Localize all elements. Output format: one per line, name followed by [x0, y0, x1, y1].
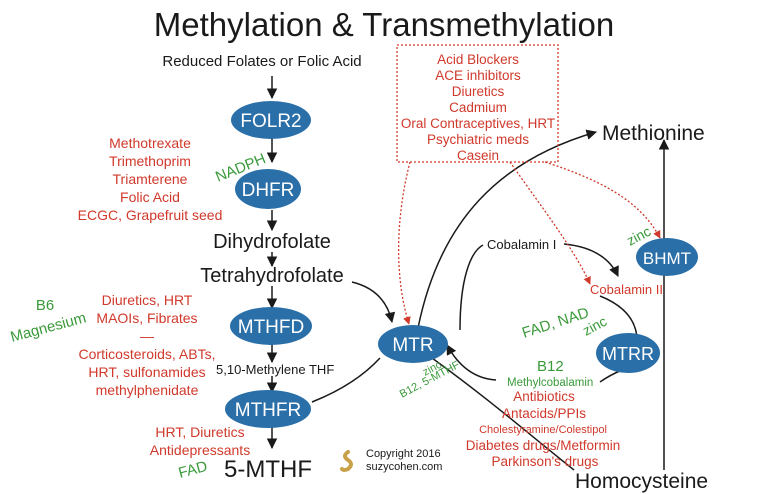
inhibitors-mthfd: Diuretics, HRT MAOIs, Fibrates — Cortico… [79, 292, 216, 398]
inhibitor-mthfd-item: — [140, 328, 154, 344]
inhibitors-dhfr: Methotrexate Trimethoprim Triamterene Fo… [78, 135, 223, 223]
arrow-cobalamin1-cobalamin2 [563, 243, 619, 277]
inhibitor-box-item: Cadmium [449, 100, 507, 115]
enzyme-mtrr: MTRR [596, 333, 660, 373]
enzyme-folr2: FOLR2 [231, 101, 311, 139]
copyright-site: suzycohen.com [366, 461, 442, 473]
arrow-tetrahydro-mtr [351, 281, 396, 324]
inhibitor-mthfd-item: MAOIs, Fibrates [96, 310, 197, 326]
inhibitor-mtr-item: Diabetes drugs/Metformin [466, 438, 621, 453]
inhibitor-mthfr-item: Antidepressants [150, 442, 250, 458]
inhibit-arrow-mtr [398, 161, 411, 325]
inhibitor-box-item: Psychiatric meds [427, 132, 529, 147]
inhibitor-box [396, 44, 559, 163]
cofactor-b6: B6 [36, 297, 54, 314]
arrow-mtr-methionine [417, 129, 598, 329]
homocysteine-label: Homocysteine [575, 470, 708, 493]
inhibitors-mtr: Antibiotics Antacids/PPIs Cholestyramine… [466, 389, 621, 469]
enzyme-mtr: MTR [378, 325, 448, 363]
inhibitor-mtr-item: Cholestyramine/Colestipol [479, 424, 607, 436]
inhibitor-mthfd-item: HRT, sulfonamides [88, 364, 205, 380]
enzyme-mthfr: MTHFR [225, 390, 311, 428]
inhibitor-mthfd-item: methylphenidate [96, 382, 199, 398]
inhibitor-box-item: Diuretics [452, 84, 505, 99]
enzyme-mtrr-label: MTRR [602, 344, 654, 364]
enzyme-folr2-label: FOLR2 [240, 111, 301, 132]
enzyme-mthfr-label: MTHFR [235, 400, 301, 421]
cobalamin-1-label: Cobalamin I [487, 237, 556, 252]
line-mthfr-mtr [311, 357, 381, 403]
cofactor-magnesium: Magnesium [9, 309, 88, 345]
enzyme-bhmt-label: BHMT [643, 249, 691, 268]
inhibitor-box-item: ACE inhibitors [435, 68, 521, 83]
arrow-b12-mtr [446, 344, 497, 381]
inhibitor-dhfr-item: Methotrexate [109, 135, 191, 151]
inhibitor-dhfr-item: Trimethoprim [109, 153, 191, 169]
inhibitor-dhfr-item: ECGC, Grapefruit seed [78, 207, 223, 223]
line-cobalamin2-mtrr [599, 295, 638, 339]
enzyme-mthfd: MTHFD [230, 307, 312, 345]
methylene-thf-label: 5,10-Methylene THF [216, 362, 334, 377]
line-homocysteine-mtr [431, 357, 575, 471]
copyright-block: Copyright 2016 suzycohen.com [340, 448, 442, 473]
line-mtr-cobalamin1 [459, 244, 484, 331]
copyright-year: Copyright 2016 [366, 448, 441, 460]
enzyme-mtr-label: MTR [392, 335, 433, 356]
enzyme-dhfr: DHFR [235, 169, 301, 209]
inhibitors-mthfr: HRT, Diuretics Antidepressants [150, 424, 250, 458]
enzyme-mthfd-label: MTHFD [238, 317, 304, 338]
mtr-connectors [311, 129, 670, 471]
cofactor-fad: FAD [177, 458, 210, 482]
inhibitor-mtr-item: Antacids/PPIs [502, 406, 586, 421]
dihydrofolate-label: Dihydrofolate [213, 231, 331, 253]
inhibitor-box-item: Casein [457, 148, 499, 163]
enzyme-dhfr-label: DHFR [242, 180, 295, 201]
inhibition-arrows [398, 161, 661, 325]
inhibitor-dhfr-item: Triamterene [113, 171, 188, 187]
cobalamin-2-label: Cobalamin II [590, 282, 663, 297]
cofactor-methylcobalamin: Methylcobalamin [507, 377, 593, 389]
enzyme-bhmt: BHMT [636, 238, 698, 276]
inhibitor-box-item: Acid Blockers [437, 52, 519, 67]
inhibitor-mtr-item: Parkinson's drugs [492, 454, 599, 469]
methionine-label: Methionine [602, 122, 705, 145]
inhibit-arrow-bhmt [544, 161, 661, 239]
inhibitor-mthfr-item: HRT, Diuretics [155, 424, 244, 440]
cofactor-fad-nad: FAD, NAD [520, 304, 591, 342]
inhibitors-box-list: Acid Blockers ACE inhibitors Diuretics C… [401, 52, 555, 163]
inhibit-arrow-mtrr [509, 161, 591, 285]
logo-icon [340, 450, 353, 472]
start-label: Reduced Folates or Folic Acid [162, 53, 361, 70]
inhibitor-box-item: Oral Contraceptives, HRT [401, 116, 555, 131]
inhibitor-mthfd-item: Diuretics, HRT [102, 292, 193, 308]
inhibitor-dhfr-item: Folic Acid [120, 189, 180, 205]
inhibitor-mtr-item: Antibiotics [513, 389, 575, 404]
inhibitor-mthfd-item: Corticosteroids, ABTs, [79, 346, 216, 362]
tetrahydrofolate-label: Tetrahydrofolate [200, 265, 343, 287]
diagram-title: Methylation & Transmethylation [154, 6, 614, 43]
mthf-label: 5-MTHF [224, 456, 312, 483]
cofactor-b12: B12 [537, 358, 564, 375]
